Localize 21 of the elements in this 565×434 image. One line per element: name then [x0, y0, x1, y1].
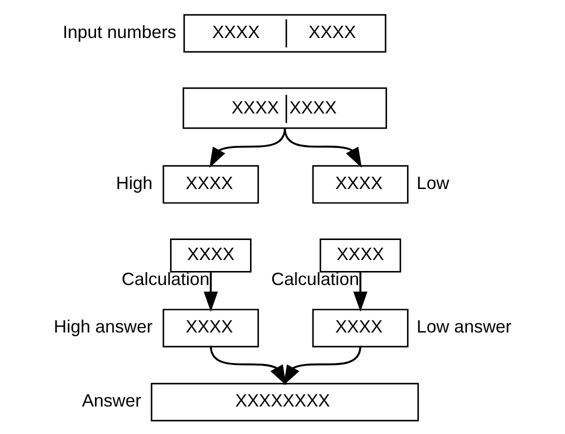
node-box: XXXX: [170, 238, 252, 273]
arrow: [208, 128, 286, 168]
arrow: [209, 346, 286, 386]
node-box: XXXXXXXX: [150, 382, 418, 422]
node-label: High: [116, 173, 152, 194]
arrow: [282, 346, 361, 386]
node-box: XXXX: [162, 165, 258, 204]
node-box: XXXX XXXX: [182, 87, 387, 129]
node-label: High answer: [53, 316, 152, 337]
arrow: [283, 128, 362, 168]
node-box: XXXX: [162, 308, 258, 348]
node-label: Input numbers: [62, 22, 176, 42]
node-label: Low answer: [416, 316, 511, 337]
arrow: [203, 272, 218, 312]
node-box: XXXX: [319, 238, 401, 273]
node-box: XXXX: [312, 308, 408, 348]
node-box: XXXX: [312, 165, 408, 204]
arrow: [352, 272, 367, 312]
node-label: Answer: [81, 390, 141, 411]
node-box: XXXX XXXX: [182, 14, 386, 53]
node-label: Low: [416, 173, 449, 194]
